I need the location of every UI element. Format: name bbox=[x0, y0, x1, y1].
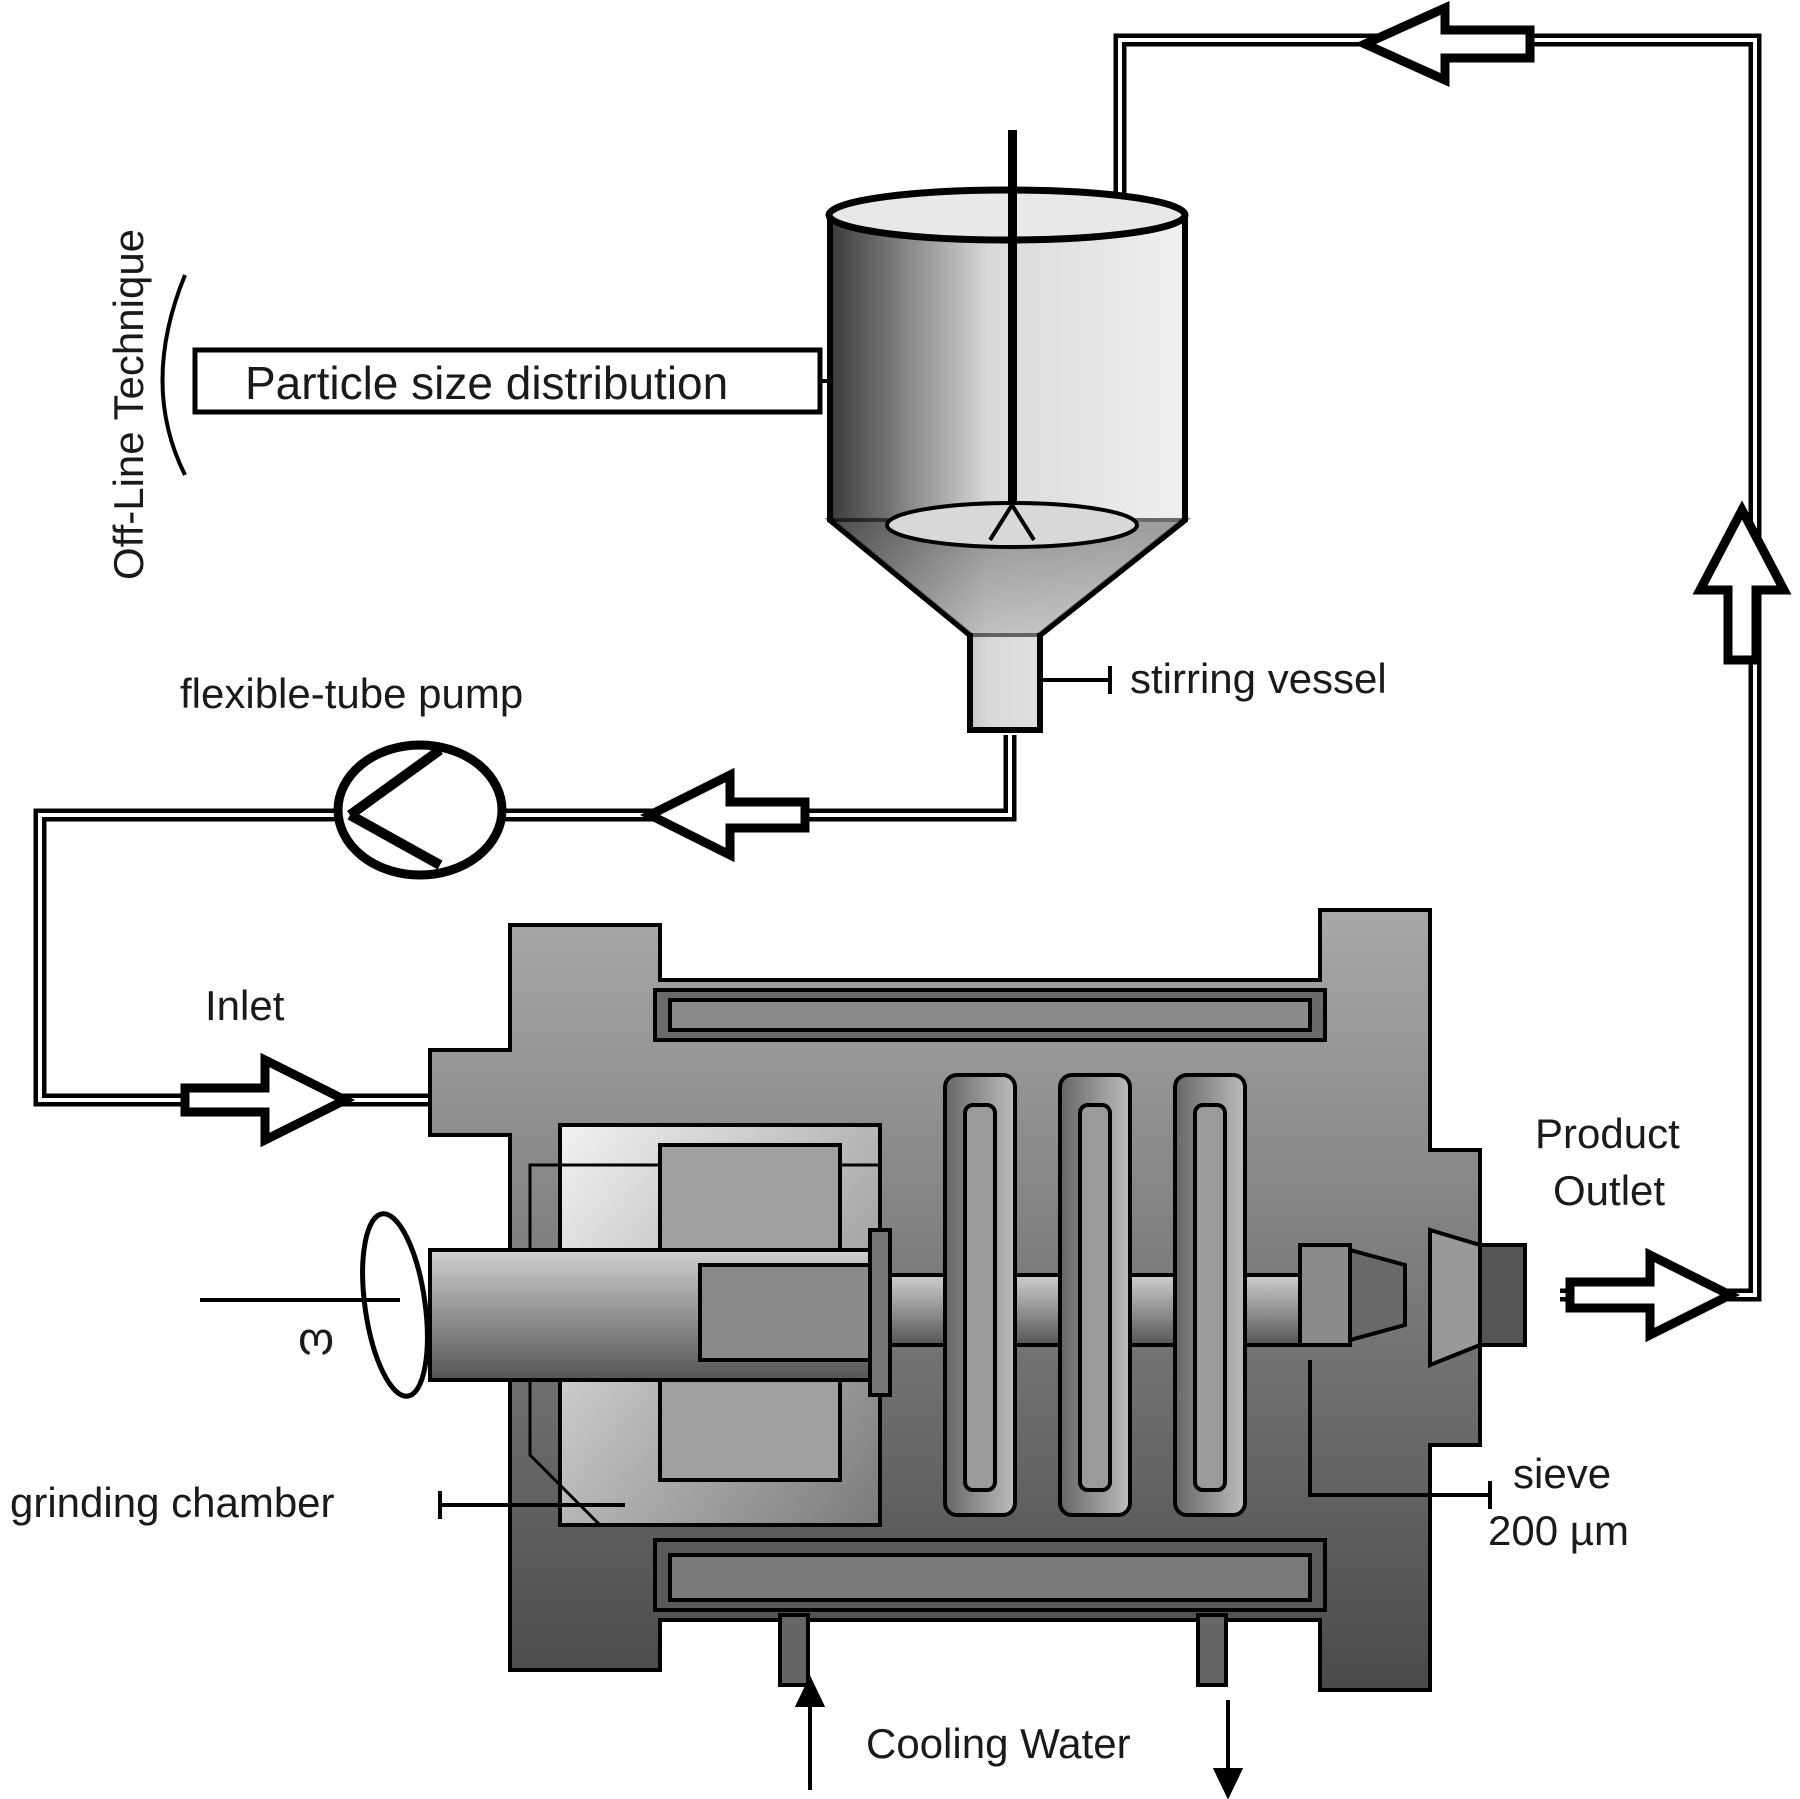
flow-arrow-icon bbox=[1354, 1, 1535, 87]
psd-box bbox=[192, 347, 823, 415]
vessel-label: stirring vessel bbox=[1130, 655, 1387, 702]
inlet-label: Inlet bbox=[205, 982, 285, 1029]
psd-label: Particle size distribution bbox=[245, 357, 728, 409]
sieve-cartridge bbox=[1298, 1227, 1527, 1368]
flow-arrow-icon bbox=[1692, 500, 1792, 665]
outlet-label: Outlet bbox=[1553, 1167, 1665, 1214]
offline-technique bbox=[160, 274, 830, 476]
flexible-tube-pump bbox=[333, 740, 507, 880]
cooling-water-label: Cooling Water bbox=[866, 1720, 1131, 1767]
product-label: Product bbox=[1535, 1110, 1680, 1157]
flow-arrow-icon bbox=[180, 1052, 356, 1148]
feed-line bbox=[33, 735, 1017, 1107]
cooling-water-arrows bbox=[794, 1675, 1244, 1799]
pump-label: flexible-tube pump bbox=[180, 670, 523, 717]
sieve-leader bbox=[1308, 1360, 1492, 1509]
rotation-icon bbox=[200, 1211, 430, 1399]
impeller bbox=[885, 501, 1139, 549]
sieve-size-label: 200 µm bbox=[1488, 1507, 1629, 1554]
stirrer-shaft bbox=[1008, 130, 1017, 540]
sieve-label: sieve bbox=[1513, 1450, 1611, 1497]
stirring-vessel bbox=[824, 130, 1191, 733]
cooling-water-fittings bbox=[778, 1613, 1228, 1687]
flow-arrow-icon bbox=[1565, 1247, 1741, 1343]
grinding-disks bbox=[943, 1073, 1247, 1517]
chamber-leader bbox=[438, 1491, 625, 1519]
flow-arrow-icon bbox=[639, 767, 810, 863]
bead-mill bbox=[428, 908, 1527, 1692]
offline-technique-label: Off-Line Technique bbox=[105, 229, 152, 580]
chamber-label: grinding chamber bbox=[10, 1479, 335, 1526]
omega-label: ω bbox=[298, 1320, 334, 1372]
flow-arrow-icon bbox=[180, 1, 1792, 1343]
